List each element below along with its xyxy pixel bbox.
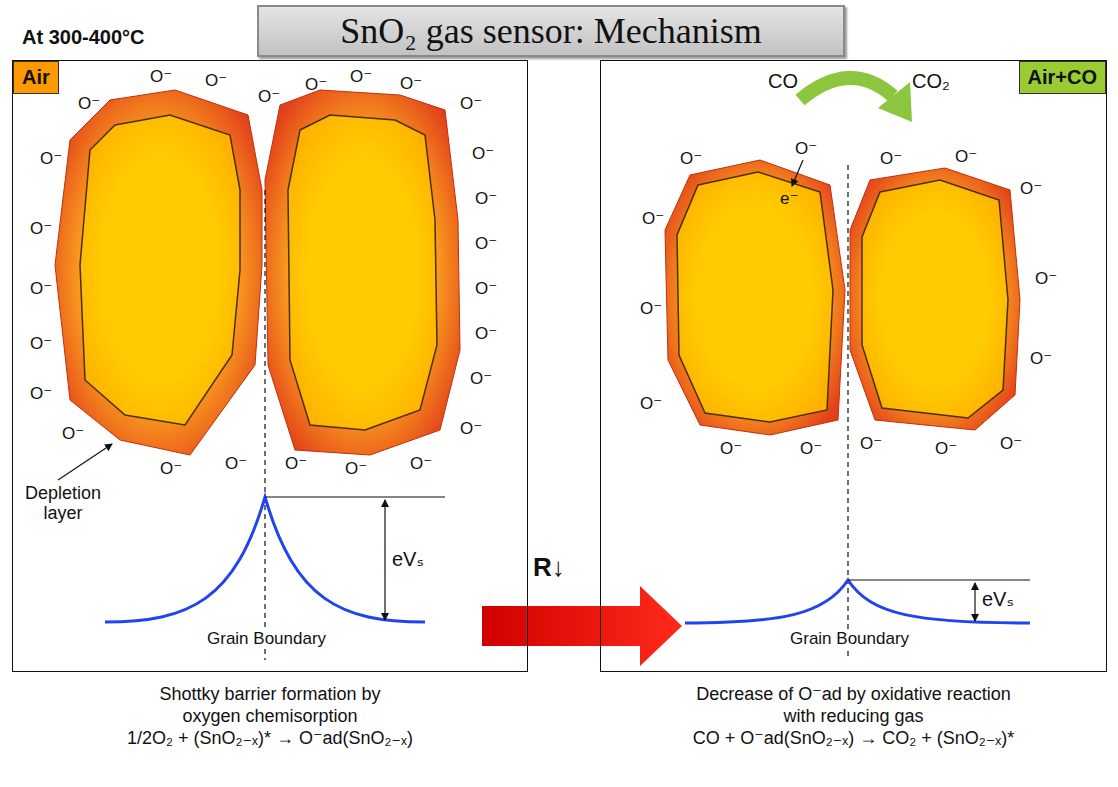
adsorbed-oxygen-ion: O⁻ (475, 190, 497, 209)
gas-label: CO₂ (912, 70, 950, 92)
adsorbed-oxygen-ion: O⁻ (720, 440, 742, 459)
adsorbed-oxygen-ion: O⁻ (1030, 350, 1052, 369)
adsorbed-oxygen-ion: O⁻ (30, 385, 52, 404)
adsorbed-oxygen-ion: O⁻ (475, 325, 497, 344)
grain-pair-air (55, 90, 460, 455)
tag-text: Air (22, 66, 50, 89)
boundary-dash (847, 165, 848, 660)
adsorbed-oxygen-ion: O⁻ (472, 145, 494, 164)
title-box: SnO₂ gas sensor: Mechanism (257, 5, 845, 57)
reaction-equation: CO + O⁻ad(SnO₂₋ₓ) → CO₂ + (SnO₂₋ₓ)* (601, 727, 1106, 749)
gas-label: CO (768, 70, 798, 92)
adsorbed-oxygen-ion: O⁻ (30, 280, 52, 299)
adsorbed-oxygen-ion: O⁻ (460, 420, 482, 439)
adsorbed-oxygen-ion: O⁻ (160, 460, 182, 479)
adsorbed-oxygen-ion: O⁻ (30, 335, 52, 354)
condition-tag: Air (13, 61, 59, 94)
depletion-layer-label: Depletion layer (18, 484, 108, 524)
adsorbed-oxygen-ion: O⁻ (475, 280, 497, 299)
arrow-label: R↓ (530, 553, 568, 582)
reaction-equation: 1/2O₂ + (SnO₂₋ₓ)* → O⁻ad(SnO₂₋ₓ) (13, 727, 527, 749)
adsorbed-oxygen-ion: O⁻ (680, 150, 702, 169)
adsorbed-oxygen-ion: O⁻ (62, 425, 84, 444)
adsorbed-oxygen-ion: O⁻ (955, 148, 977, 167)
caption-text: Shottky barrier formation by oxygen chem… (135, 683, 405, 727)
adsorbed-oxygen-ion: O⁻ (880, 150, 902, 169)
adsorbed-oxygen-ion: O⁻ (642, 210, 664, 229)
caption-text: Decrease of O⁻ad by oxidative reaction w… (689, 683, 1019, 727)
adsorbed-oxygen-ion: O⁻ (410, 455, 432, 474)
tag-text: Air+CO (1028, 66, 1097, 89)
adsorbed-oxygen-ion: O⁻ (350, 68, 372, 87)
adsorbed-oxygen-ion: O⁻ (78, 95, 100, 114)
adsorbed-oxygen-ion: O⁻ (258, 88, 280, 107)
adsorbed-oxygen-ion: O⁻ (225, 455, 247, 474)
adsorbed-oxygen-ion: O⁻ (150, 68, 172, 87)
electron-label: e⁻ (780, 190, 798, 209)
panel-caption: Decrease of O⁻ad by oxidative reaction w… (601, 683, 1106, 749)
adsorbed-oxygen-ion: O⁻ (640, 300, 662, 319)
adsorbed-oxygen-ion: O⁻ (345, 460, 367, 479)
grain-boundary-label: Grain Boundary (788, 630, 911, 649)
adsorbed-oxygen-ion: O⁻ (1000, 435, 1022, 454)
barrier-height-arrow (974, 583, 975, 621)
grain-boundary-label: Grain Boundary (205, 630, 328, 649)
adsorbed-oxygen-ion: O⁻ (460, 95, 482, 114)
reaction-arrow (800, 78, 893, 100)
barrier-height-label: eVₛ (392, 548, 424, 570)
adsorbed-oxygen-ion: O⁻ (30, 220, 52, 239)
barrier-height-arrow (384, 500, 385, 620)
leader-line (58, 444, 112, 480)
temperature-note: At 300-400°C (22, 26, 145, 48)
adsorbed-oxygen-ion: O⁻ (800, 440, 822, 459)
adsorbed-oxygen-ion: O⁻ (205, 72, 227, 91)
block-arrow (482, 586, 682, 666)
barrier-curve (105, 497, 425, 622)
adsorbed-oxygen-ion: O⁻ (40, 150, 62, 169)
mechanism-panel: Shottky barrier formation by oxygen chem… (12, 60, 528, 672)
adsorbed-oxygen-ion: O⁻ (935, 440, 957, 459)
adsorbed-oxygen-ion: O⁻ (475, 235, 497, 254)
adsorbed-oxygen-ion: O⁻ (1020, 180, 1042, 199)
boundary-dash (264, 190, 265, 660)
barrier-height-label: eVₛ (982, 588, 1014, 610)
adsorbed-oxygen-ion: O⁻ (400, 75, 422, 94)
adsorbed-oxygen-ion: O⁻ (285, 455, 307, 474)
title-text: SnO₂ gas sensor: Mechanism (340, 10, 762, 52)
barrier-curve (685, 580, 1030, 623)
reaction-arrow-head (878, 82, 912, 122)
electron-arrow (792, 160, 803, 186)
adsorbed-oxygen-ion: O⁻ (470, 370, 492, 389)
adsorbed-oxygen-ion: O⁻ (795, 140, 817, 159)
condition-tag: Air+CO (1019, 61, 1106, 94)
grain-pair-co (665, 160, 1020, 435)
adsorbed-oxygen-ion: O⁻ (640, 395, 662, 414)
adsorbed-oxygen-ion: O⁻ (860, 435, 882, 454)
adsorbed-oxygen-ion: O⁻ (305, 76, 327, 95)
panel-caption: Shottky barrier formation by oxygen chem… (13, 683, 527, 749)
adsorbed-oxygen-ion: O⁻ (1035, 270, 1057, 289)
